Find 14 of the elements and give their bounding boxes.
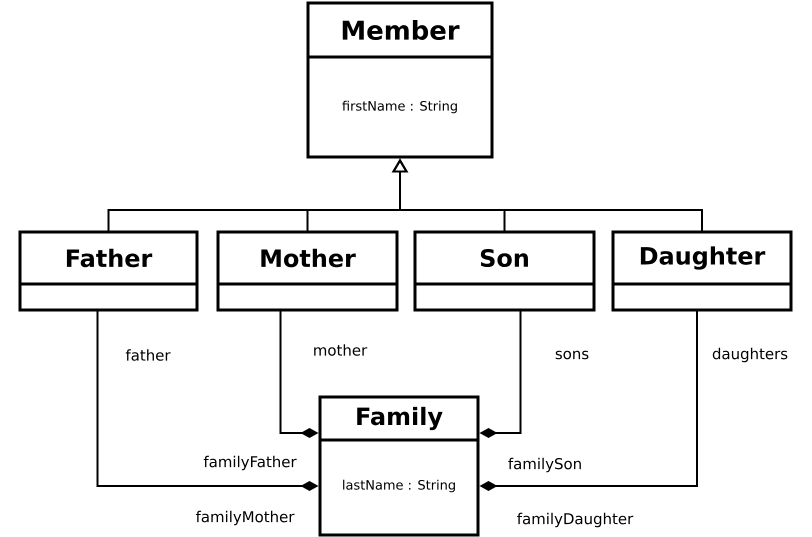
role-label: daughters bbox=[710, 346, 790, 364]
role-label: mother bbox=[312, 343, 368, 357]
role-label: familyMother bbox=[196, 510, 294, 526]
class-box: Son bbox=[414, 230, 596, 312]
class-box: Father bbox=[18, 230, 198, 312]
class-box: Member firstName : String bbox=[306, 2, 494, 158]
class-box: Mother bbox=[216, 230, 398, 312]
class-box: Family lastName : String bbox=[318, 396, 480, 536]
role-label: father bbox=[124, 348, 172, 362]
role-label: familyFather bbox=[204, 456, 297, 470]
role-label: familySon bbox=[508, 458, 581, 472]
role-label: sons bbox=[554, 350, 590, 360]
role-label: familyDaughter bbox=[517, 512, 634, 528]
class-box: Daughter bbox=[612, 230, 792, 312]
